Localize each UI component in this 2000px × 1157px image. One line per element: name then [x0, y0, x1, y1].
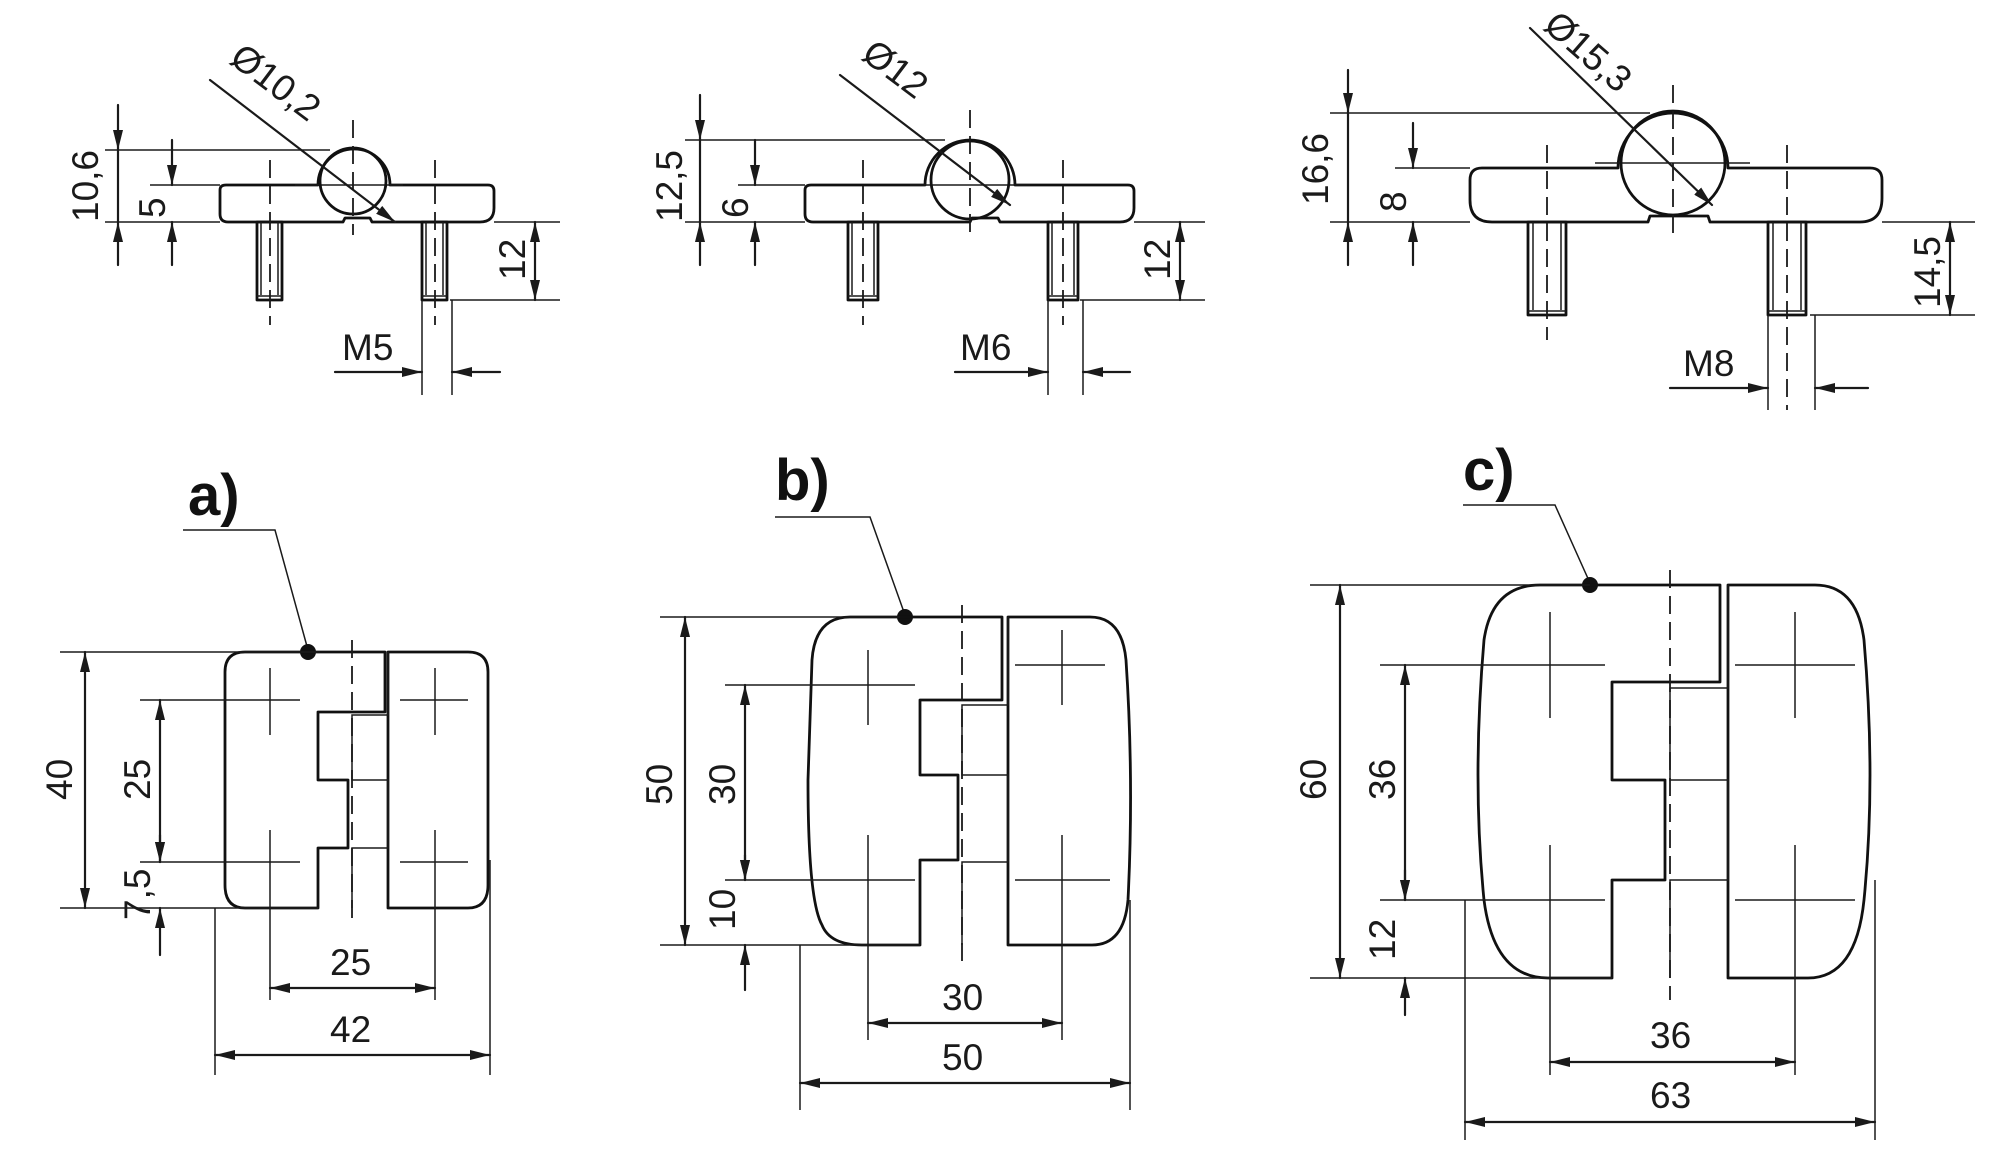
- dim-a-hole-spacing-x: 25: [330, 942, 371, 983]
- dim-b-thread: M6: [960, 327, 1011, 368]
- dim-c-height-total: 16,6: [1295, 133, 1336, 205]
- dim-c-stud-length: 14,5: [1907, 236, 1948, 308]
- label-a: a): [188, 463, 240, 528]
- dim-c-thread: M8: [1683, 343, 1734, 384]
- dim-a-thread: M5: [342, 327, 393, 368]
- label-c: c): [1463, 438, 1515, 503]
- dim-b-hole-spacing-y: 30: [702, 764, 743, 805]
- dim-b-height-total: 12,5: [649, 150, 690, 222]
- hinge-c-side-view: Ø15,3 16,6 8 14,5 M8: [1295, 3, 1975, 410]
- dim-a-width-total: 42: [330, 1009, 371, 1050]
- dim-b-height-plate: 6: [715, 197, 756, 218]
- dim-a-height: 40: [39, 759, 80, 800]
- dim-a-hole-spacing-y: 25: [117, 759, 158, 800]
- hinge-c-front-view: c) 60 36 12 36 63: [1293, 438, 1877, 1140]
- dim-b-height: 50: [639, 764, 680, 805]
- dim-b-hole-spacing-x: 30: [942, 977, 983, 1018]
- dim-b-stud-length: 12: [1137, 239, 1178, 280]
- dim-a-height-total: 10,6: [65, 150, 106, 222]
- dim-b-width-total: 50: [942, 1037, 983, 1078]
- dim-c-width-total: 63: [1650, 1075, 1691, 1116]
- dim-b-hole-offset-y: 10: [702, 889, 743, 930]
- hinge-b-side-view: Ø12 12,5 6 12 M6: [649, 32, 1205, 395]
- dim-a-diameter: Ø10,2: [223, 36, 328, 129]
- label-b: b): [775, 448, 830, 513]
- hinge-b-front-view: b) 50 30 10 30 50: [639, 448, 1132, 1110]
- dim-c-height: 60: [1293, 759, 1334, 800]
- dim-c-hole-offset-y: 12: [1362, 919, 1403, 960]
- dim-c-hole-spacing-y: 36: [1362, 759, 1403, 800]
- dim-a-hole-offset-y: 7,5: [117, 869, 158, 920]
- hinge-a-front-view: a) 40 25 7,5 25 42: [39, 463, 492, 1075]
- hinge-a-side-view: Ø10,2 10,6 5 12 M5: [65, 36, 560, 395]
- dim-c-height-plate: 8: [1373, 191, 1414, 212]
- dim-a-stud-length: 12: [492, 239, 533, 280]
- dim-c-hole-spacing-x: 36: [1650, 1015, 1691, 1056]
- dim-a-height-plate: 5: [132, 197, 173, 218]
